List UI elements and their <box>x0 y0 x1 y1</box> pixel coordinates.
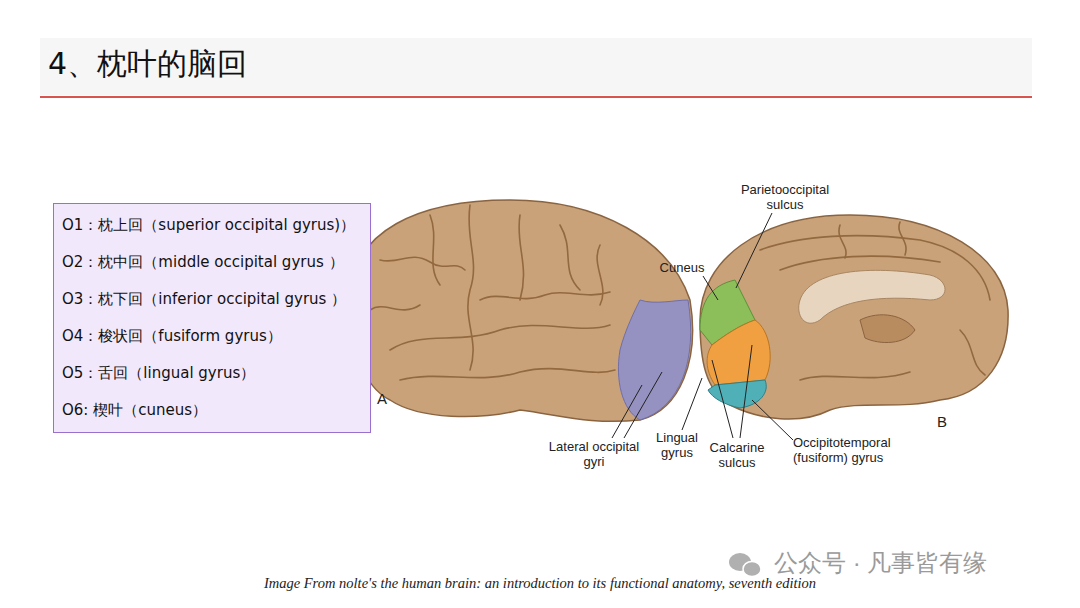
gyrus-line <box>960 330 985 375</box>
leader-line <box>612 385 642 438</box>
watermark: 公众号 · 凡事皆有缘 <box>774 549 1074 577</box>
leader-line <box>740 345 752 438</box>
gyrus-entry: O4：梭状回（fusiform gyrus） <box>62 327 360 346</box>
gyrus-line <box>400 369 615 380</box>
gyri-lines <box>370 205 615 380</box>
gyrus-list-box: O1：枕上回（superior occipital gyrus)） O2：枕中回（… <box>53 203 371 433</box>
gyri-lines <box>760 222 990 380</box>
slide-title: 4、枕叶的脑回 <box>48 44 247 85</box>
panel-letter: A <box>372 390 392 407</box>
leader-line <box>712 360 733 438</box>
gyrus-line <box>597 245 603 305</box>
leader-line <box>624 372 662 438</box>
gyrus-entry: O3：枕下回（inferior occipital gyrus ） <box>62 290 360 309</box>
gyrus-line <box>519 215 524 300</box>
gyrus-line <box>560 225 580 290</box>
gyrus-line <box>430 215 440 285</box>
sulcus-label: Calcarine sulcus <box>702 441 772 471</box>
leader-lines <box>612 213 793 440</box>
region-label: Lateral occipital gyri <box>548 440 640 470</box>
gyrus-entry: O6: 楔叶（cuneus） <box>62 401 360 420</box>
leader-line <box>752 400 793 440</box>
gyrus-line <box>380 257 465 270</box>
lateral-occipital-region <box>618 300 690 420</box>
title-rule <box>40 96 1032 98</box>
title-band <box>40 38 1032 95</box>
region-label: Lingual gyrus <box>650 431 704 461</box>
gyrus-entry: O5：舌回（lingual gyrus） <box>62 364 360 383</box>
leader-line <box>682 378 702 430</box>
leader-line <box>703 276 718 300</box>
fusiform-region <box>708 380 766 408</box>
panel-letter: B <box>932 413 952 430</box>
gyrus-line <box>370 305 420 310</box>
image-credit: Image From nolte's the human brain: an i… <box>0 575 1080 592</box>
gyrus-line <box>899 222 906 255</box>
region-label: Cuneus <box>656 261 708 276</box>
gyrus-line <box>390 325 610 350</box>
brain-lateral <box>350 200 693 421</box>
gyrus-line <box>839 225 846 258</box>
sulcus-label: Parietooccipital sulcus <box>727 183 843 213</box>
gyrus-line <box>800 372 910 380</box>
gyrus-line <box>780 256 940 270</box>
gyrus-entry: O1：枕上回（superior occipital gyrus)） <box>62 216 360 235</box>
leader-line <box>736 213 772 288</box>
wechat-icon <box>729 553 761 577</box>
region-label: Occipitotemporal (fusiform) gyrus <box>793 436 917 466</box>
gyrus-line <box>480 292 610 300</box>
gyrus-line <box>468 205 474 370</box>
icon-bubble <box>743 562 761 577</box>
brainstem-cut <box>860 315 915 343</box>
gyrus-entry: O2：枕中回（middle occipital gyrus ） <box>62 253 360 272</box>
